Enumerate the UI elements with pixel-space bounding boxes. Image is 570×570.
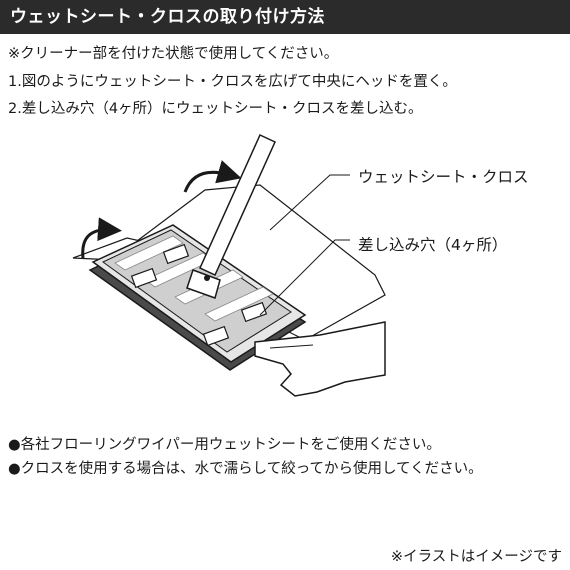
usage-note: ※クリーナー部を付けた状態で使用してください。 [8,46,339,62]
insert-hole-1 [162,243,190,265]
illustration-note: ※イラストはイメージです [390,549,562,565]
mop-head [88,224,307,371]
bullet-wet-sheet: ●各社フローリングワイパー用ウェットシートをご使用ください。 [8,437,441,453]
section-title: ウェットシート・クロスの取り付け方法 [0,0,570,34]
hand [254,321,386,397]
insert-hole-4 [202,325,230,347]
insert-hole-2 [130,267,158,289]
step-1: 1.図のようにウェットシート・クロスを広げて中央にヘッドを置く。 [8,74,457,90]
bullet-cloth: ●クロスを使用する場合は、水で濡らして絞ってから使用してください。 [8,461,483,477]
rotate-arrow-top [183,160,242,193]
label-wet-sheet: ウェットシート・クロス [358,168,529,186]
mop-handle [186,133,276,299]
rotate-arrow-left [81,217,122,259]
label-insert-holes: 差し込み穴（4ヶ所） [358,236,508,254]
step-2: 2.差し込み穴（4ヶ所）にウェットシート・クロスを差し込む。 [8,101,423,117]
insert-hole-3 [240,301,268,323]
mop-illustration [72,133,386,397]
